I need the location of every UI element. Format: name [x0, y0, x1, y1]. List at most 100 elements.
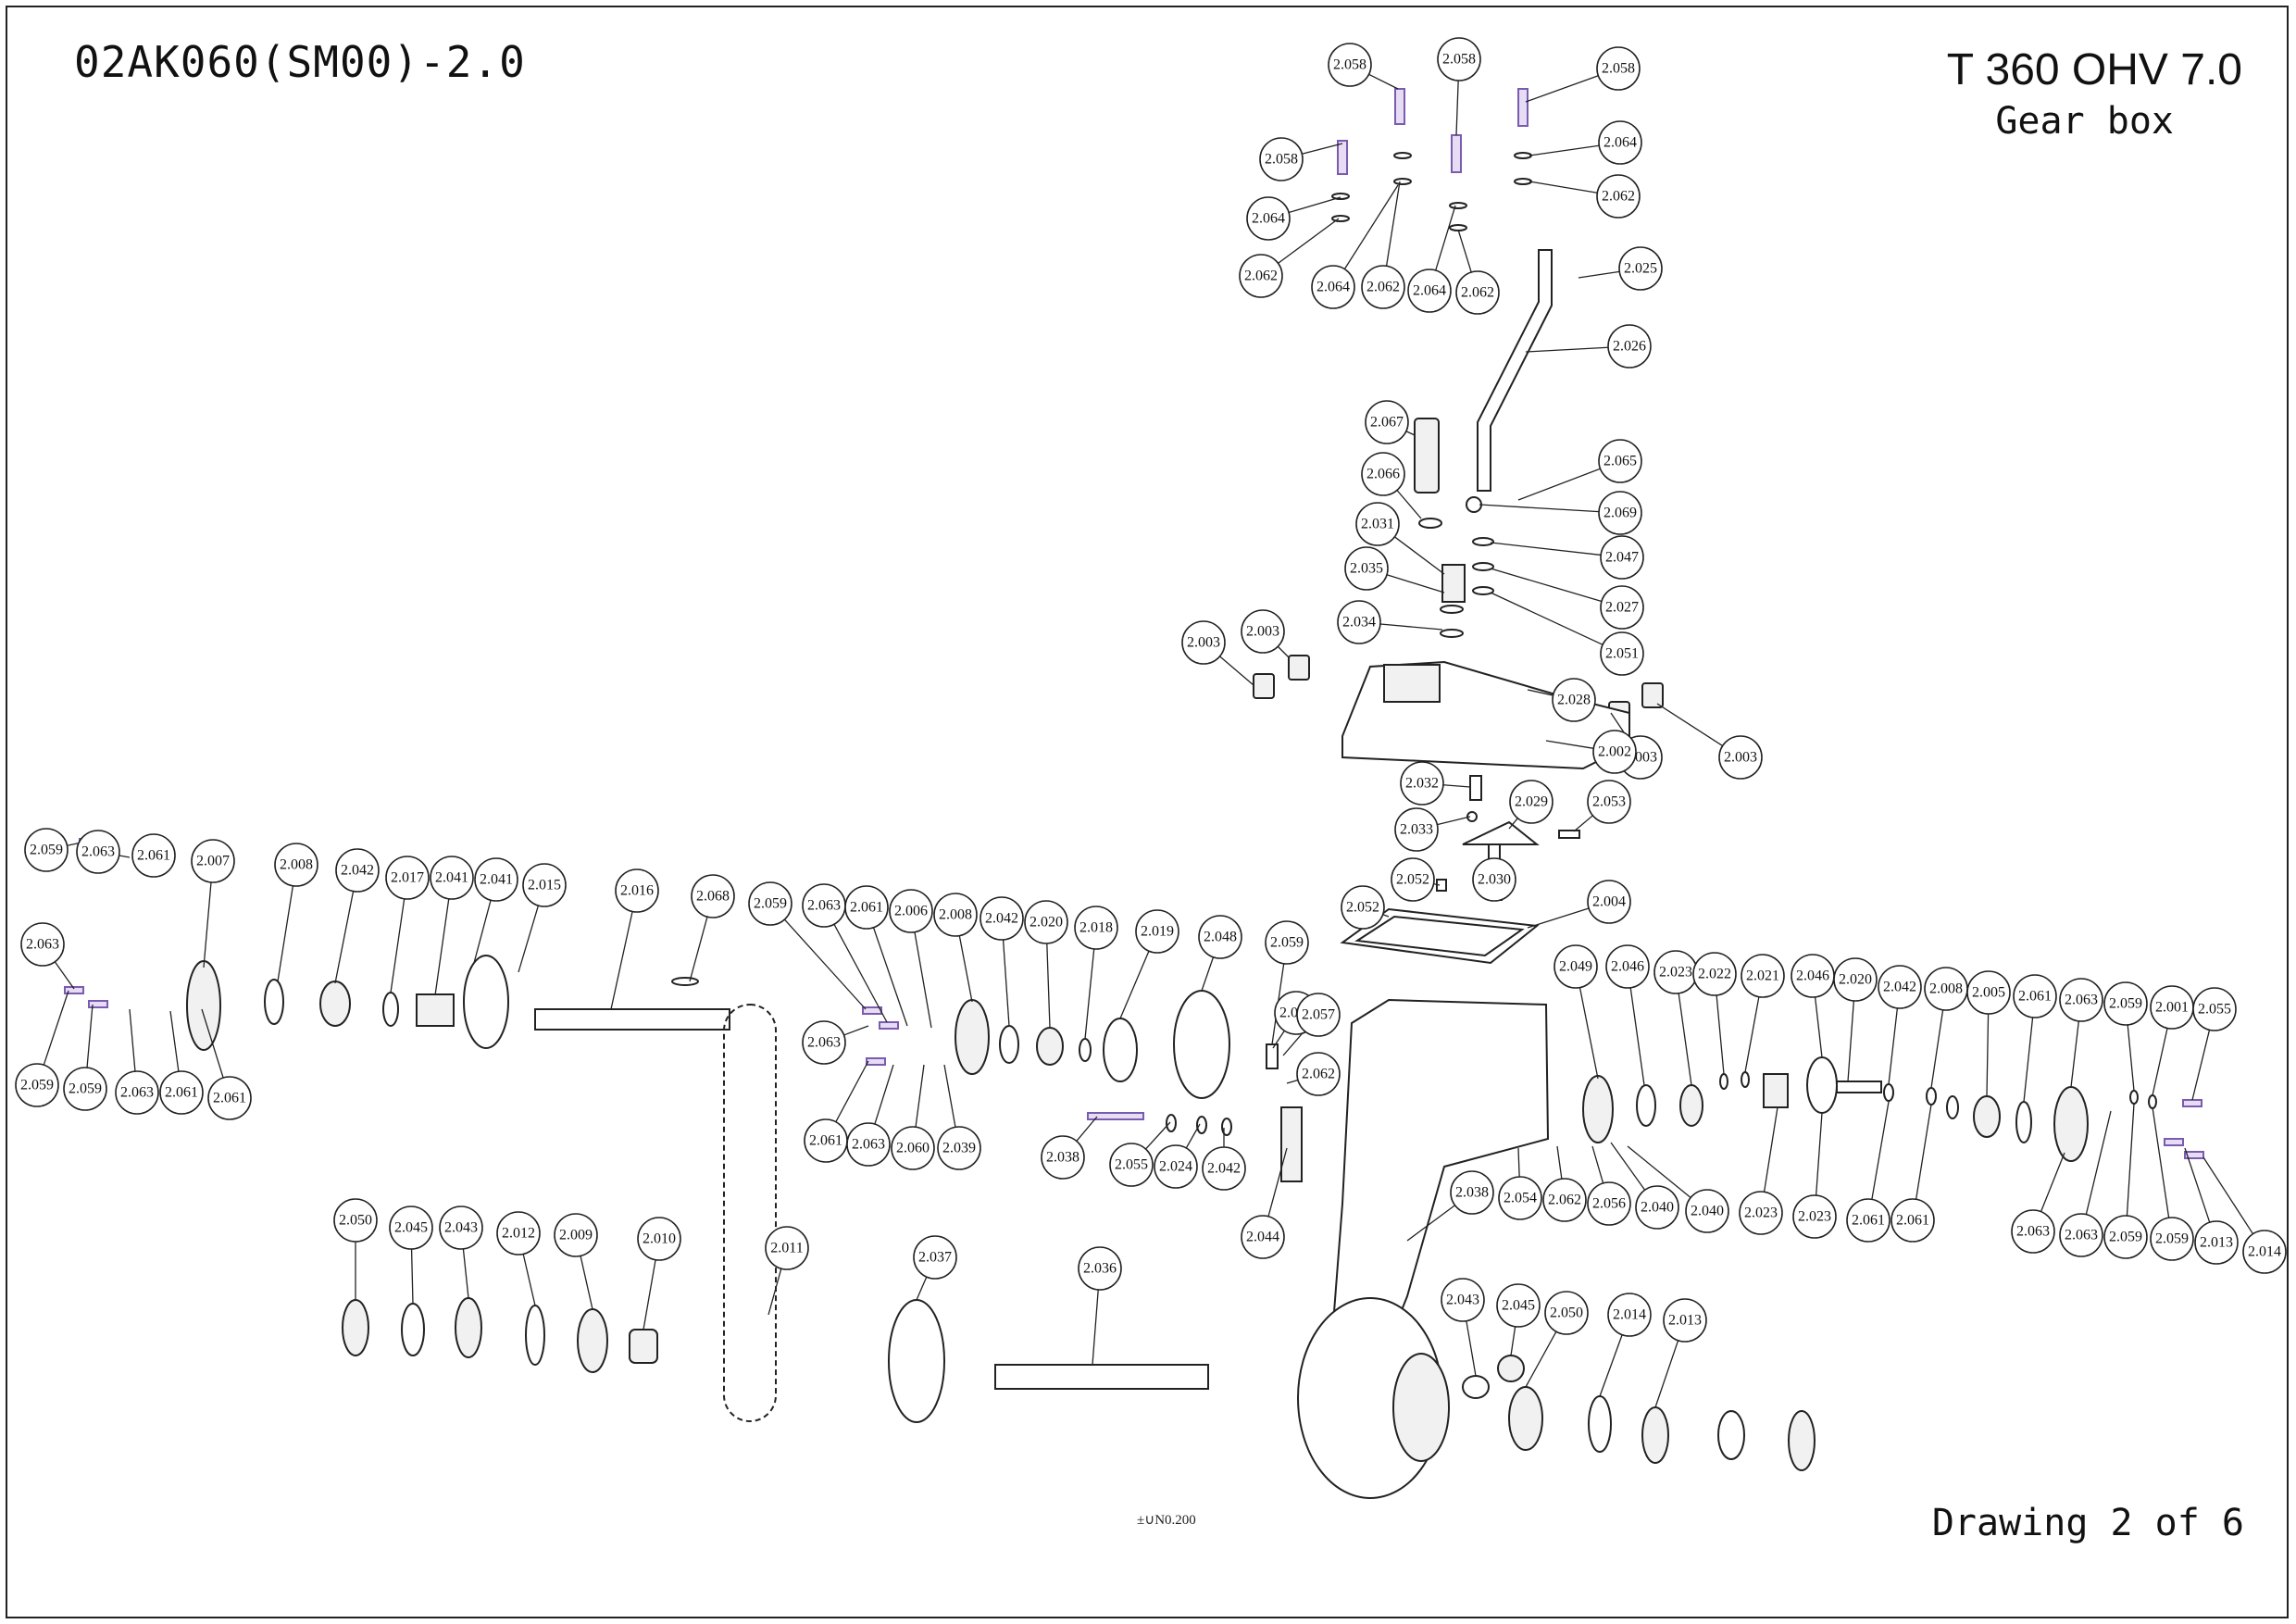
callout-bubble — [76, 830, 120, 874]
leader-line — [1930, 1009, 1944, 1089]
cover-tower-shape — [1383, 664, 1441, 703]
screw-shape — [2184, 1151, 2204, 1159]
part-number-label: 2.045 — [1502, 1298, 1535, 1314]
leader-line — [610, 911, 633, 1010]
leader-line — [1525, 346, 1609, 353]
bearing-shape — [319, 981, 351, 1027]
spacer-shape — [1717, 1410, 1745, 1460]
part-number-label: 2.004 — [1592, 894, 1626, 910]
leader-line — [1578, 987, 1599, 1080]
callout-bubble — [159, 1070, 204, 1115]
leader-line — [334, 891, 355, 984]
callout-bubble — [1400, 761, 1444, 806]
leader-line — [1272, 1030, 1285, 1049]
part-callout: 2.042 — [980, 896, 1024, 941]
leader-line — [1556, 1145, 1563, 1180]
part-number-label: 2.042 — [341, 863, 374, 879]
callout-bubble — [274, 843, 318, 887]
leader-line — [833, 923, 888, 1023]
callout-bubble — [1598, 439, 1642, 483]
bearing-shape — [455, 1297, 482, 1358]
leader-line — [1368, 73, 1399, 90]
leader-line — [1185, 1123, 1201, 1149]
part-number-label: 2.014 — [1613, 1307, 1646, 1323]
washer-shape — [1946, 1095, 1959, 1119]
leader-line — [1277, 645, 1290, 658]
leader-line — [86, 1004, 94, 1068]
pin-shape — [1558, 830, 1580, 839]
part-number-label: 2.058 — [1333, 57, 1366, 73]
fork-shape — [1280, 1106, 1303, 1182]
part-number-label: 2.061 — [1896, 1213, 1929, 1229]
leader-line — [1517, 468, 1601, 501]
part-callout: 2.018 — [1074, 906, 1118, 950]
part-number-label: 2.019 — [1141, 924, 1174, 940]
leader-line — [1433, 883, 1441, 886]
part-callout: 2.055 — [2192, 987, 2237, 1031]
leader-line — [915, 1064, 925, 1128]
leader-line — [1915, 1104, 1932, 1200]
callout-bubble — [2059, 978, 2103, 1022]
bearing-shape — [1508, 1386, 1543, 1451]
leader-line — [1002, 939, 1010, 1027]
leader-line — [2191, 1030, 2211, 1101]
part-callout: 2.005 — [1966, 970, 2011, 1015]
callout-bubble — [1394, 807, 1439, 852]
part-number-label: 2.055 — [2198, 1002, 2231, 1018]
part-callout: 2.024 — [1154, 1144, 1198, 1189]
part-callout: 2.062 — [1455, 270, 1500, 315]
leader-line — [1405, 431, 1416, 436]
part-number-label: 2.063 — [2065, 993, 2098, 1008]
callout-bubble — [2059, 1213, 2103, 1257]
gear-shape — [463, 955, 509, 1049]
part-callout: 2.059 — [2103, 1215, 2148, 1259]
part-number-label: 2.043 — [444, 1220, 478, 1236]
seal-shape — [1266, 1043, 1279, 1069]
part-number-label: 2.034 — [1342, 615, 1376, 631]
washer-shape — [1514, 178, 1532, 185]
part-callout: 2.032 — [1400, 761, 1444, 806]
leader-line — [1610, 1142, 1646, 1191]
washer-shape — [2148, 1094, 2157, 1109]
screw-shape — [2182, 1099, 2202, 1107]
callout-bubble — [2242, 1230, 2287, 1274]
leader-line — [1382, 914, 1390, 918]
callout-bubble — [1598, 120, 1642, 165]
nut-shape — [1221, 1118, 1232, 1136]
part-callout: 2.031 — [1355, 502, 1400, 546]
part-callout: 2.059 — [15, 1063, 59, 1107]
washer-shape — [1393, 152, 1412, 159]
part-callout: 2.025 — [1618, 246, 1663, 291]
leader-line — [434, 898, 450, 996]
part-number-label: 2.061 — [213, 1091, 246, 1106]
part-number-label: 2.037 — [918, 1250, 952, 1266]
callout-bubble — [2011, 1209, 2055, 1254]
leader-line — [1529, 144, 1600, 156]
leader-line — [843, 1025, 869, 1036]
callout-bubble — [765, 1226, 809, 1270]
part-number-label: 2.058 — [1602, 61, 1635, 77]
leader-line — [1871, 1101, 1890, 1200]
callout-bubble — [439, 1206, 483, 1250]
washer-shape — [1883, 1083, 1894, 1102]
part-number-label: 2.046 — [1611, 959, 1644, 975]
part-callout: 2.052 — [1391, 857, 1435, 902]
circlip-shape — [1636, 1084, 1656, 1127]
part-callout: 2.055 — [1109, 1143, 1154, 1187]
part-number-label: 2.020 — [1839, 972, 1872, 988]
leader-line — [2070, 1020, 2079, 1088]
part-callout: 2.021 — [1741, 954, 1785, 998]
leader-line — [958, 935, 973, 1003]
washer-shape — [1472, 562, 1494, 571]
part-callout: 2.059 — [2150, 1217, 2194, 1261]
part-callout: 2.014 — [2242, 1230, 2287, 1274]
model-title: T 360 OHV 7.0 — [1946, 45, 2242, 94]
part-callout: 2.059 — [1265, 920, 1309, 965]
part-callout: 2.014 — [1607, 1293, 1652, 1337]
callout-bubble — [1154, 1144, 1198, 1189]
part-callout: 2.061 — [131, 833, 176, 878]
part-callout: 2.011 — [765, 1226, 809, 1270]
callout-bubble — [1598, 491, 1642, 535]
